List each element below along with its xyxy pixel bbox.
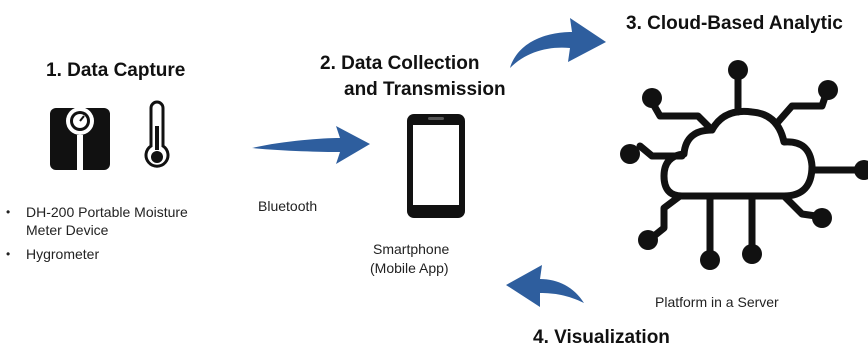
- list-item: Hygrometer: [2, 245, 232, 263]
- smartphone-label-line2: (Mobile App): [370, 260, 449, 276]
- weighing-scale-icon: [50, 107, 110, 170]
- arrow-analytics-to-visualization: [506, 265, 584, 307]
- thermometer-icon: [144, 100, 170, 168]
- step-2-title-line1: 2. Data Collection: [320, 53, 480, 74]
- step-4-title: 4. Visualization: [533, 327, 670, 348]
- capture-device-list: DH-200 Portable Moisture Meter Device Hy…: [2, 203, 232, 263]
- step-3-title: 3. Cloud-Based Analytic: [626, 13, 843, 34]
- arrow-capture-to-collection: [252, 126, 370, 164]
- list-item: DH-200 Portable Moisture Meter Device: [2, 203, 216, 239]
- server-caption: Platform in a Server: [655, 294, 779, 310]
- smartphone-icon: [407, 114, 465, 218]
- step-2-title-line2: and Transmission: [344, 79, 506, 100]
- bluetooth-label: Bluetooth: [258, 198, 318, 214]
- arrow-collection-to-analytics: [510, 18, 606, 68]
- step-1-title: 1. Data Capture: [46, 60, 186, 81]
- cloud-network-icon: [620, 60, 868, 270]
- smartphone-label-line1: Smartphone: [373, 241, 450, 257]
